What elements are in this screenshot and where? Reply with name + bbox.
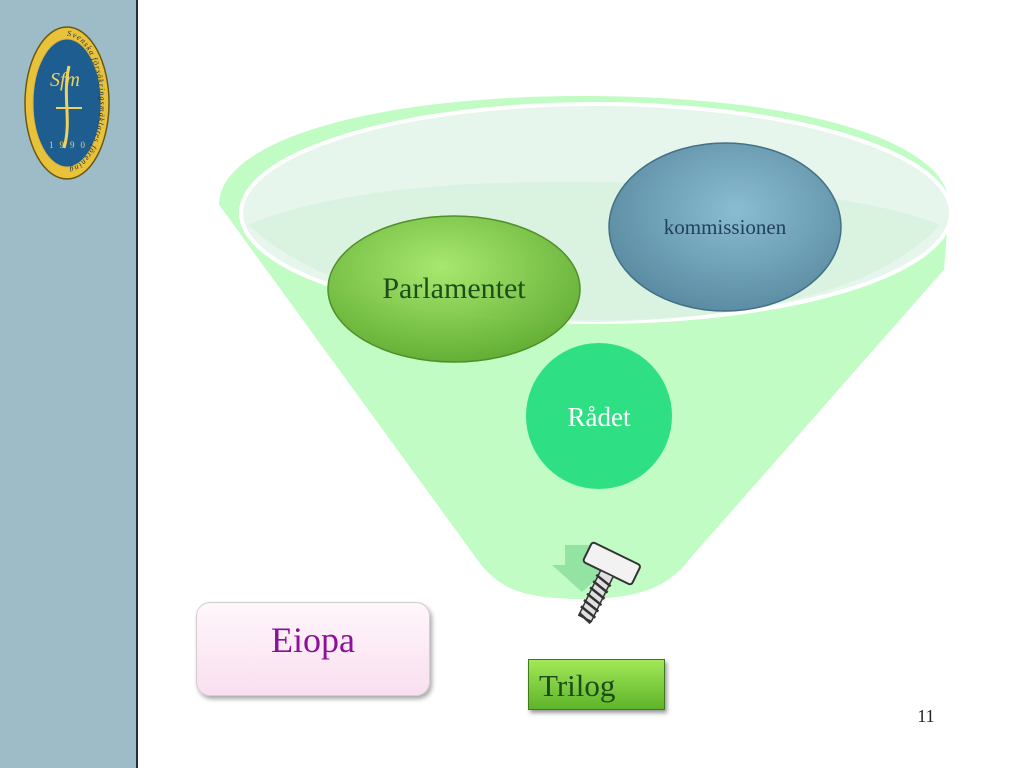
node-kommissionen-label: kommissionen: [664, 215, 787, 239]
node-parlamentet: [327, 215, 581, 363]
trilog-box: Trilog: [528, 659, 665, 710]
eiopa-box: Eiopa: [196, 602, 430, 696]
node-parlamentet-label: Parlamentet: [382, 272, 526, 305]
logo-year: 1990: [49, 140, 91, 150]
trilog-label: Trilog: [539, 668, 616, 703]
node-radet-label: Rådet: [568, 402, 631, 432]
sidebar: Svenska försäkringsmäklares förening Sfm…: [0, 0, 138, 768]
node-radet: [526, 343, 672, 489]
eiopa-label: Eiopa: [271, 620, 355, 660]
slide-number: 11: [917, 706, 935, 726]
logo-monogram: Sfm: [50, 69, 80, 91]
node-kommissionen: [608, 142, 842, 312]
screw-icon: [577, 541, 641, 625]
sfm-logo: Svenska försäkringsmäklares förening Sfm…: [24, 26, 110, 180]
